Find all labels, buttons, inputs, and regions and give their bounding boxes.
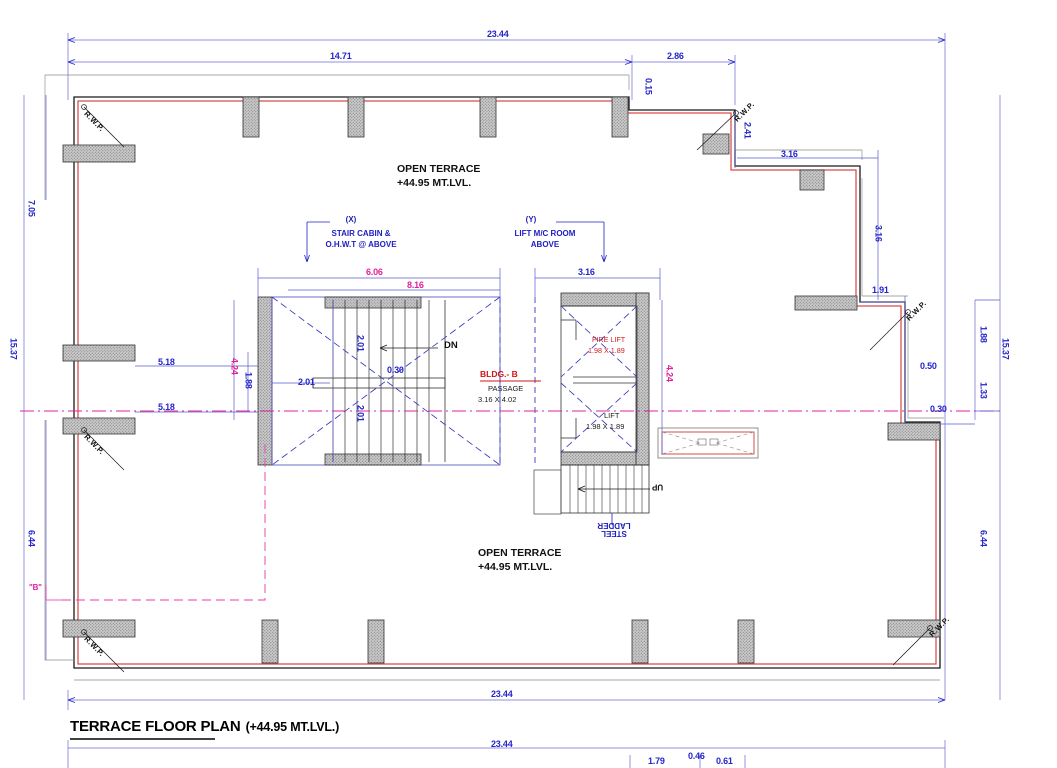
dim-core-030: 0.30 bbox=[387, 365, 404, 375]
zone-label-lower-level: +44.95 MT.LVL. bbox=[478, 561, 553, 573]
dim-right-030: 0.30 bbox=[930, 404, 947, 414]
dim-left-518b: 5.18 bbox=[158, 402, 175, 412]
zone-label-lower-name: OPEN TERRACE bbox=[478, 547, 562, 559]
fire-lift-label: FIRE LIFT bbox=[592, 335, 626, 344]
dim-core-201b: 2.01 bbox=[355, 405, 366, 422]
dim-top-right-span: 2.86 bbox=[667, 51, 684, 61]
callout-y-line1: LIFT M/C ROOM bbox=[514, 229, 576, 238]
steel-ladder bbox=[533, 464, 650, 525]
steel-ladder-label: STEEL LADDER bbox=[597, 520, 631, 538]
ladder-up-label: UP bbox=[652, 482, 664, 492]
dim-right-188: 1.88 bbox=[978, 326, 989, 343]
dimension-ticks bbox=[67, 37, 946, 703]
fire-lift-size: 1.98 X 1.89 bbox=[588, 346, 625, 355]
dim-core-424l: 4.24 bbox=[229, 358, 240, 375]
drawing-title: TERRACE FLOOR PLAN (+44.95 MT.LVL.) bbox=[70, 719, 339, 735]
dim-right-133: 1.33 bbox=[978, 382, 989, 399]
dim-bottom-overall: 23.44 bbox=[491, 689, 513, 699]
callout-y-tag: (Y) bbox=[525, 215, 537, 224]
callout-x-line2: O.H.W.T @ ABOVE bbox=[325, 240, 397, 249]
zone-label-upper-level: +44.95 MT.LVL. bbox=[397, 177, 472, 189]
dim-left-overall: 15.37 bbox=[8, 338, 19, 360]
dim-core-188: 1.88 bbox=[243, 372, 254, 389]
dim-bottom-061: 0.61 bbox=[716, 756, 733, 766]
dim-right-241: 2.41 bbox=[742, 122, 753, 139]
callout-y-line2: ABOVE bbox=[530, 240, 560, 249]
rwp-leaders bbox=[81, 104, 933, 673]
dimension-frame bbox=[23, 33, 1001, 768]
dim-left-518a: 5.18 bbox=[158, 357, 175, 367]
dim-right-316b: 3.16 bbox=[873, 225, 884, 242]
dim-core-316: 3.16 bbox=[578, 267, 595, 277]
bldg-label: BLDG.- B bbox=[480, 369, 518, 379]
column-group bbox=[62, 96, 941, 664]
drawing-title-level: (+44.95 MT.LVL.) bbox=[245, 720, 340, 734]
dim-core-201a: 2.01 bbox=[355, 335, 366, 352]
core-block bbox=[257, 292, 650, 466]
shaft-detail bbox=[657, 427, 759, 459]
dim-bottom-overall2: 23.44 bbox=[491, 739, 513, 749]
callout-leaders bbox=[304, 221, 607, 263]
dim-core-816: 8.16 bbox=[407, 280, 424, 290]
passage-size: 3.16 X 4.02 bbox=[478, 395, 517, 404]
zone-label-upper-name: OPEN TERRACE bbox=[397, 163, 481, 175]
lift-label: LIFT bbox=[604, 411, 620, 420]
dim-top-overall: 23.44 bbox=[487, 29, 509, 39]
dim-top-015: 0.15 bbox=[643, 78, 654, 95]
dim-bottom-046: 0.46 bbox=[688, 751, 705, 761]
dim-top-left-span: 14.71 bbox=[330, 51, 352, 61]
right-dimension-lines bbox=[734, 113, 1000, 425]
dim-core-201c: 2.01 bbox=[298, 377, 315, 387]
dim-right-644: 6.44 bbox=[978, 530, 989, 547]
dim-bottom-179: 1.79 bbox=[648, 756, 665, 766]
dim-right-316a: 3.16 bbox=[781, 149, 798, 159]
dim-left-705: 7.05 bbox=[26, 200, 37, 217]
drawing-title-main: TERRACE FLOOR PLAN bbox=[70, 718, 241, 735]
dim-core-424r: 4.24 bbox=[664, 365, 675, 382]
dim-right-overall: 15.37 bbox=[1000, 338, 1011, 360]
dim-core-606: 6.06 bbox=[366, 267, 383, 277]
callout-x-tag: (X) bbox=[345, 215, 357, 224]
grid-b-label: "B" bbox=[29, 583, 42, 592]
stair-dn-label: DN bbox=[444, 340, 458, 351]
dim-left-644: 6.44 bbox=[26, 530, 37, 547]
dim-right-191: 1.91 bbox=[872, 285, 889, 295]
grid-b-region bbox=[62, 440, 266, 601]
passage-label: PASSAGE bbox=[488, 384, 524, 393]
parapet-outline bbox=[44, 74, 944, 681]
dim-right-050: 0.50 bbox=[920, 361, 937, 371]
callout-x-line1: STAIR CABIN & bbox=[331, 229, 391, 238]
core-dimension-lines bbox=[135, 268, 663, 462]
lift-size: 1.98 X 1.89 bbox=[586, 422, 625, 431]
